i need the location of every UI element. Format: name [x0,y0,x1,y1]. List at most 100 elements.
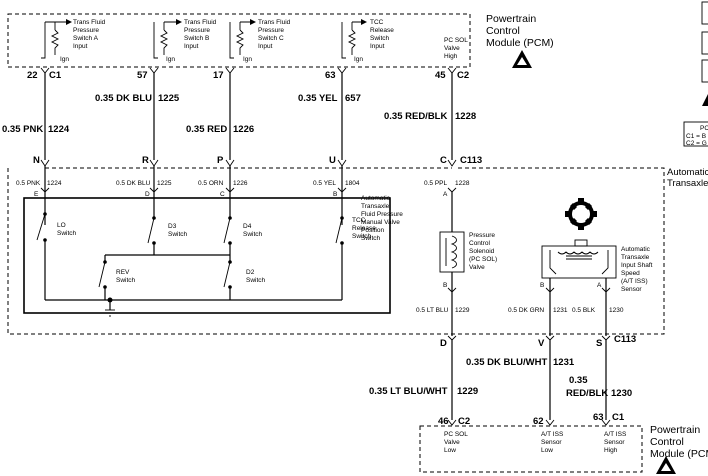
wire-1230-label: 0.35 [569,375,588,386]
inner-1230-circuit: 1230 [609,307,624,314]
wire-1231-label: 0.35 DK BLU/WHT [466,357,547,368]
iss-low-label-3: Low [541,447,553,454]
inner-1226-label: 0.5 ORN [198,180,224,187]
c113-top-connector: N R P U C C113 [33,155,482,169]
c113-bottom-pin-d: D [440,338,447,349]
switch-b-label-3: Switch B [184,35,209,42]
sensor-label-5: (A/T ISS) [621,278,648,285]
pin-22: 22 [27,70,38,81]
pcm-top-outline [7,13,471,68]
wire-1231-circuit: 1231 [553,357,575,368]
c113-bottom-pin-s: S [596,338,602,349]
wire-1225-label: 0.35 DK BLU [95,93,152,104]
side-legend: PC C1 = B C2 = G [683,1,708,147]
pin-63-bottom: 63 [593,412,604,423]
wire-657-label: 0.35 YEL [298,93,338,104]
c113-top-label: C113 [460,155,482,166]
sensor-label-6: Sensor [621,286,642,293]
switch-a-ign: Ign [60,56,69,63]
c113-top-pin-u: U [329,155,336,166]
switch-pin-b: B [333,191,337,198]
switch-assembly-title-5: Position [361,227,385,234]
switch-a-label-2: Pressure [73,27,99,34]
switch-pin-d: D [145,191,150,198]
conn-c1-top: C1 [49,70,62,81]
pcm-input-switch-c: Trans Fluid Pressure Switch C Input Ign [229,19,291,63]
pcsol-high-label-3: High [444,53,458,60]
wire-1229-circuit: 1229 [457,386,478,397]
sensor-label-3: Input Shaft [621,262,653,269]
switch-c-label-1: Trans Fluid [258,19,291,26]
lo-switch-label-1: LO [57,222,66,229]
pin-62: 62 [533,416,544,427]
switch-a-label-3: Switch A [73,35,99,42]
switch-b-label-2: Pressure [184,27,210,34]
wire-1230-circuit: 1230 [611,388,632,399]
inner-1225-label: 0.5 DK BLU [116,180,151,187]
d2-switch-label-2: Switch [246,277,266,284]
pcm-bottom: 46 C2 62 63 C1 PC SOL Valve Low A/T ISS … [419,412,708,474]
switch-wiring: LO Switch D3 Switch D4 Switch [36,166,376,317]
inner-1226-circuit: 1226 [233,180,248,187]
esd-warning-icon [512,50,532,68]
pcm-bottom-title-3: Module (PCM) [650,448,708,460]
wire-1226-circuit: 1226 [233,124,254,135]
transaxle-title-2: Transaxle [667,178,708,189]
legend-line-1: PC [700,125,708,132]
wire-1226-label: 0.35 RED [186,124,227,135]
d3-switch: D3 Switch [147,216,188,255]
wire-657-circuit: 657 [345,93,361,104]
iss-sensor: Automatic Transaxle Input Shaft Speed (A… [540,198,653,336]
switch-assembly-box [23,197,391,314]
lo-switch-label-2: Switch [57,230,77,237]
iss-high-label-1: A/T ISS [604,431,627,438]
d3-switch-label-2: Switch [168,231,188,238]
switch-c-label-3: Switch C [258,35,284,42]
c113-bottom-pin-v: V [538,338,545,349]
inner-1230-label: 0.5 BLK [572,307,596,314]
solenoid-label-4: (PC SOL) [469,256,497,263]
wire-1229-label: 0.35 LT BLU/WHT [369,386,448,397]
solenoid-label-1: Pressure [469,232,495,239]
transaxle: Automatic Transaxle 0.5 PNK 1224 0.5 DK … [7,166,708,336]
switch-assembly-title-1: Automatic [361,195,391,202]
switch-assembly-title-2: Transaxle [361,203,390,210]
sensor-label-4: Speed [621,270,640,277]
esd-warning-icon [656,456,676,474]
conn-c2-bottom: C2 [458,416,470,427]
conn-c1-bottom: C1 [612,412,625,423]
switch-assembly-title-4: Manual Valve [361,219,400,226]
pcm-input-pcsol-high: PC SOL Valve High [444,37,468,60]
wire-1228-label: 0.35 RED/BLK [384,111,447,122]
pin-17: 17 [213,70,224,81]
switch-b-label-4: Input [184,43,199,50]
wire-1224-circuit: 1224 [48,124,70,135]
sensor-label-1: Automatic [621,246,651,253]
pin-45: 45 [435,70,446,81]
tcc-release-switch: TCC Release Switch [335,216,376,300]
c113-top-pin-c: C [440,155,447,166]
switch-a-label-4: Input [73,43,88,50]
solenoid-label-5: Valve [469,264,485,271]
tcc-switch-label-1: TCC [352,217,366,224]
pcm-top-title-line-2: Control [486,25,520,37]
switch-c-label-2: Pressure [258,27,284,34]
pcm-bottom-outline [419,425,643,473]
pcm-input-switch-b: Trans Fluid Pressure Switch B Input Ign [153,19,217,63]
c113-top-pin-p: P [217,155,224,166]
wire-1230-label2: RED/BLK [566,388,608,399]
pcm-bottom-title-2: Control [650,436,684,448]
legend-line-2: C1 = B [686,133,706,140]
lower-wires: 0.35 LT BLU/WHT 1229 0.35 DK BLU/WHT 123… [369,340,632,420]
tcc-switch-label-3: Switch [352,233,372,240]
pcsol-low-label-3: Low [444,447,456,454]
pcm-top-title-line-3: Module (PCM) [486,37,554,49]
gear-icon [565,198,597,230]
inner-1231-circuit: 1231 [553,307,568,314]
ground-icon [105,297,115,317]
pin-57: 57 [137,70,148,81]
d4-switch: D4 Switch [223,216,263,262]
conn-c2-top: C2 [457,70,469,81]
solenoid-label-2: Control [469,240,491,247]
